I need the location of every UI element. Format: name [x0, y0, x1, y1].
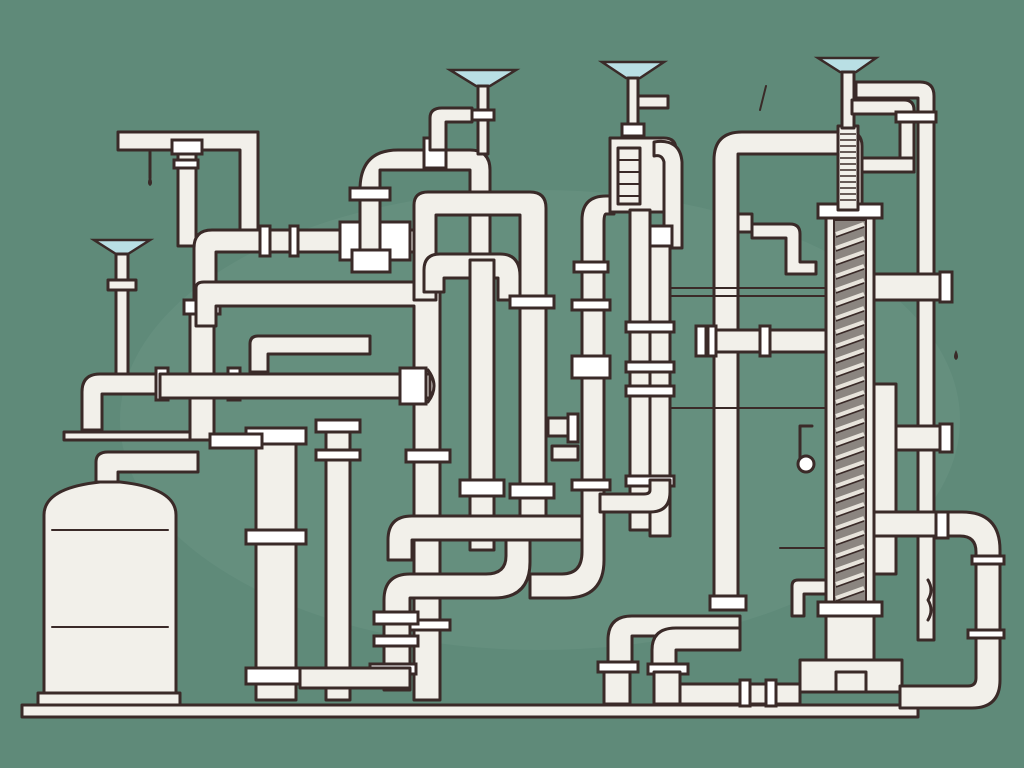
- coil-turn-shadow: [835, 338, 865, 350]
- coil-turn-shadow: [835, 492, 865, 504]
- ribbed-pipe: [694, 324, 848, 358]
- coil-turn-shadow: [835, 478, 865, 490]
- coil-turn: [835, 558, 865, 572]
- column-a: [208, 426, 308, 702]
- coil-turn: [835, 348, 865, 362]
- coil-turn-shadow: [835, 310, 865, 322]
- drip-left: [148, 176, 152, 186]
- ground-slab: [20, 703, 920, 719]
- coil-turn: [835, 320, 865, 334]
- spray-nozzle-center-right: [597, 60, 670, 138]
- coil-turn-shadow: [835, 268, 865, 280]
- coil-turn: [835, 404, 865, 418]
- coil-turn: [835, 264, 865, 278]
- coil-turn-shadow: [835, 394, 865, 406]
- coil-turn-shadow: [835, 534, 865, 546]
- coil-turn: [835, 516, 865, 530]
- coil-turn: [835, 334, 865, 348]
- coil-turn: [835, 586, 865, 600]
- heating-coil: [835, 222, 865, 602]
- coil-turn: [835, 292, 865, 306]
- coil-turn-shadow: [835, 562, 865, 574]
- coil-turn-shadow: [835, 520, 865, 532]
- coil-turn-shadow: [835, 226, 865, 238]
- coil-turn-shadow: [835, 436, 865, 448]
- coil-turn: [835, 390, 865, 404]
- drip-right: [954, 350, 958, 360]
- coil-turn: [835, 488, 865, 502]
- coil-turn: [835, 544, 865, 558]
- right-top-loop: [854, 80, 936, 642]
- coil-turn-shadow: [835, 254, 865, 266]
- coil-turn-shadow: [835, 240, 865, 252]
- strainer-housing: [608, 136, 684, 250]
- coil-turn-shadow: [835, 380, 865, 392]
- center-right-sweep: [528, 194, 616, 600]
- pump-base: [596, 594, 802, 708]
- coil-turn-shadow: [835, 464, 865, 476]
- coil-turn-shadow: [835, 576, 865, 588]
- coil-turn-shadow: [835, 506, 865, 518]
- coil-turn: [835, 446, 865, 460]
- filter-column: [798, 124, 904, 694]
- coil-turn: [835, 474, 865, 488]
- coil-turn: [835, 222, 865, 236]
- coil-turn: [835, 376, 865, 390]
- coil-turn: [835, 432, 865, 446]
- mid-run: [158, 372, 432, 400]
- coil-turn: [835, 236, 865, 250]
- coil-turn-shadow: [835, 296, 865, 308]
- coil-turn: [835, 362, 865, 376]
- coil-turn-shadow: [835, 352, 865, 364]
- coil-turn-shadow: [835, 366, 865, 378]
- coil-turn: [835, 530, 865, 544]
- coil-turn: [835, 278, 865, 292]
- spray-nozzle-center-left: [445, 68, 521, 156]
- coil-turn: [835, 460, 865, 474]
- coil-turn: [835, 250, 865, 264]
- coil-turn-shadow: [835, 408, 865, 420]
- coil-turn-shadow: [835, 450, 865, 462]
- center-riser: [468, 258, 496, 552]
- coil-turn-shadow: [835, 422, 865, 434]
- column-b: [248, 334, 372, 702]
- water-tank: [36, 450, 200, 707]
- coil-turn: [835, 572, 865, 586]
- coil-turn: [835, 306, 865, 320]
- coil-turn-shadow: [835, 282, 865, 294]
- coil-turn-shadow: [835, 324, 865, 336]
- coil-turn-shadow: [835, 548, 865, 560]
- right-outlet-bend: [872, 510, 1002, 710]
- coil-turn-shadow: [835, 590, 865, 602]
- coil-turn: [835, 502, 865, 516]
- coil-turn: [835, 418, 865, 432]
- spray-nozzle-left: [89, 238, 155, 376]
